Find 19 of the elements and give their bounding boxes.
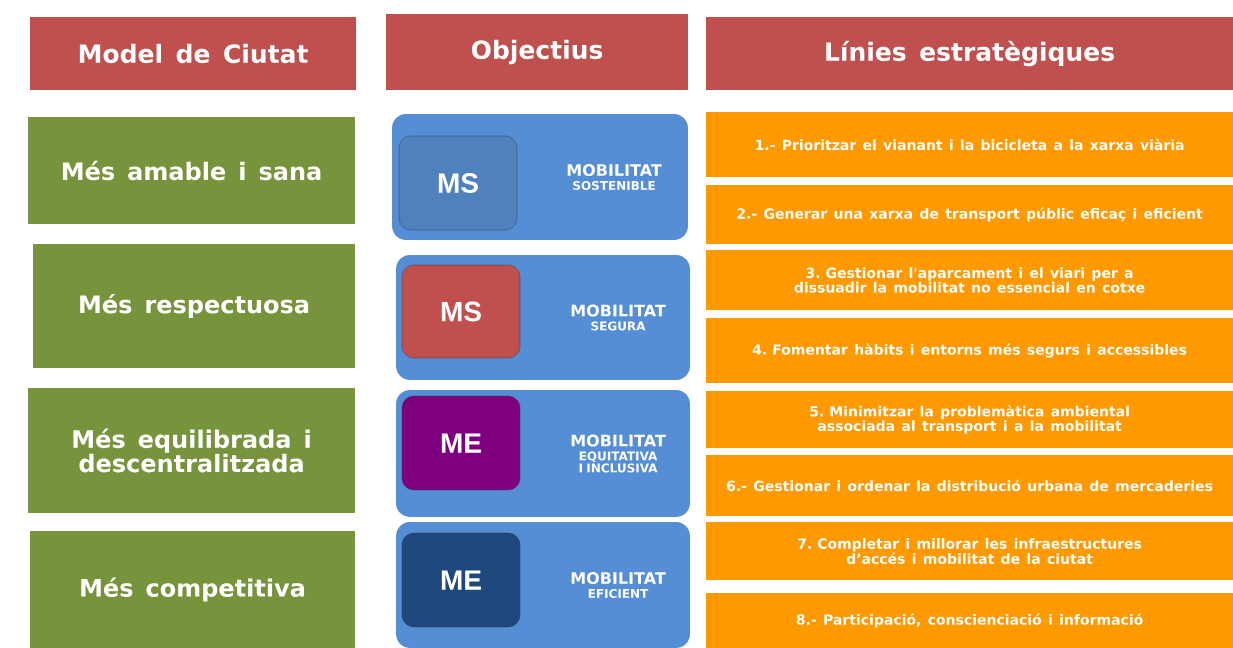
objective-code-box: MS xyxy=(398,135,518,231)
city-model-box: Més amable i sana xyxy=(28,117,355,224)
strategy-box: 7. Completar i millorar les infraestructures d’accés i mobilitat de la ciutat xyxy=(706,522,1233,580)
strategy-box: 2.- Generar una xarxa de transport públic eficaç i eficient xyxy=(706,185,1233,244)
objective-code-box: MS xyxy=(401,264,521,359)
objective-code-box: ME xyxy=(401,395,521,491)
city-model-box: Més competitiva xyxy=(30,531,355,648)
strategy-box: 6.- Gestionar i ordenar la distribució urbana de mercaderies xyxy=(706,455,1233,516)
strategy-box: 1.- Prioritzar el vianant i la bicicleta a la xarxa viària xyxy=(706,112,1233,177)
strategy-box: 3. Gestionar l'aparcament i el viari per a dissuadir la mobilitat no essencial en cotxe xyxy=(706,250,1233,310)
strategy-box: 4. Fomentar hàbits i entorns més segurs i accessibles xyxy=(706,318,1233,383)
column-header: Objectius xyxy=(386,14,688,90)
strategy-box: 5. Minimitzar la problemàtica ambiental associada al transport i a la mobilitat xyxy=(706,391,1233,448)
column-header: Línies estratègiques xyxy=(706,17,1233,90)
city-model-box: Més equilibrada i descentralitzada xyxy=(28,388,355,513)
objective-code-box: ME xyxy=(401,532,521,628)
column-header: Model de Ciutat xyxy=(30,17,356,90)
city-model-box: Més respectuosa xyxy=(33,244,355,368)
strategy-box: 8.- Participació, conscienciació i informació xyxy=(706,593,1233,648)
